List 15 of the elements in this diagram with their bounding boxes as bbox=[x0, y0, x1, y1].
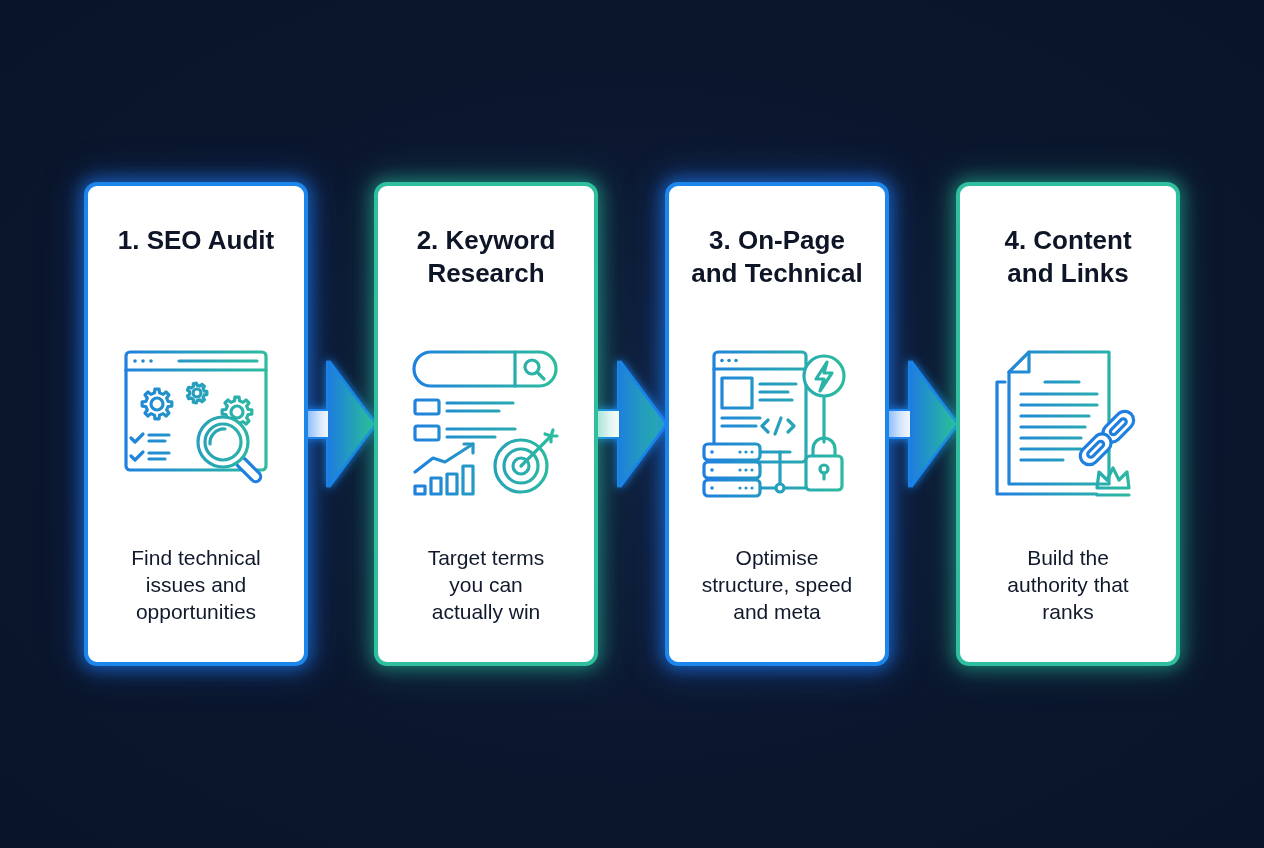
step-card bbox=[956, 182, 1180, 666]
step-card bbox=[84, 182, 308, 666]
step-title: 4. Content and Links bbox=[1003, 224, 1133, 290]
block-arrow bbox=[598, 362, 665, 486]
step-title: 2. Keyword Research bbox=[415, 224, 557, 290]
step-description: Target terms you can actually win bbox=[426, 545, 546, 625]
step-description: Find technical issues and opportunities bbox=[130, 545, 262, 625]
step-card bbox=[374, 182, 598, 666]
step-description: Build the authority that ranks bbox=[1006, 545, 1130, 625]
step-description: Optimise structure, speed and meta bbox=[700, 545, 854, 625]
block-arrow bbox=[889, 362, 956, 486]
step-card bbox=[665, 182, 889, 666]
block-arrow bbox=[308, 362, 374, 486]
step-title: 3. On-Page and Technical bbox=[690, 224, 864, 290]
step-title: 1. SEO Audit bbox=[116, 224, 276, 257]
